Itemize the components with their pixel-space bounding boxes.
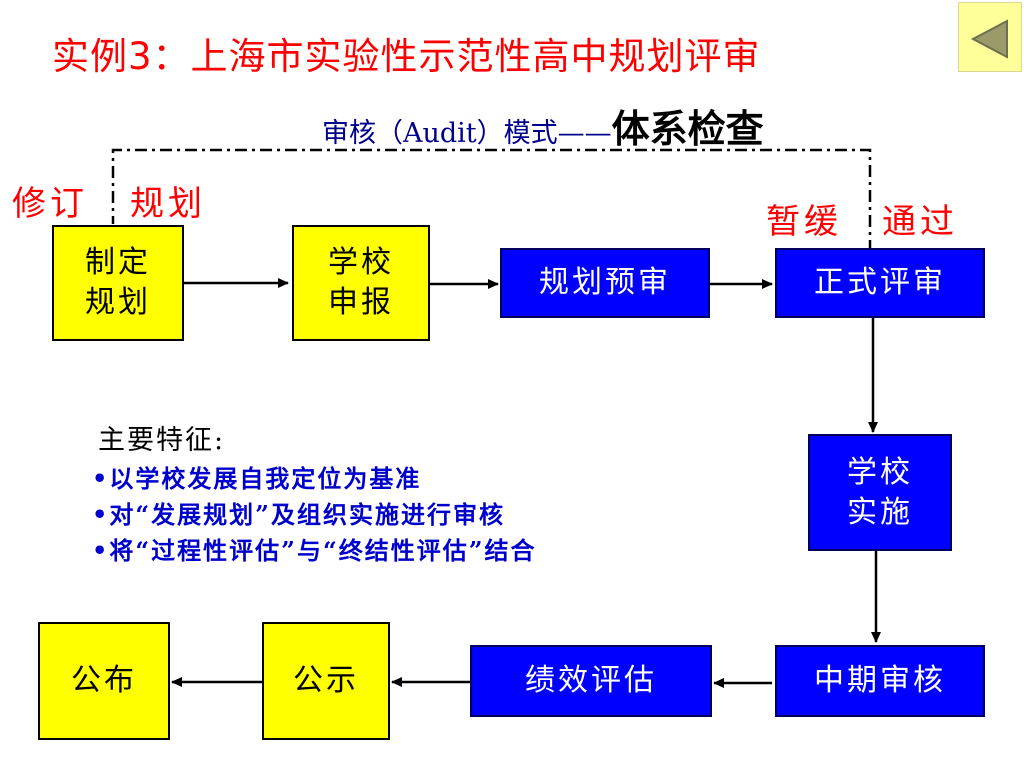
box-publicity: 公示 <box>262 622 390 740</box>
feature-item: 将“过程性评估”与“终结性评估”结合 <box>92 533 698 569</box>
box-make-plan: 制定 规划 <box>52 225 184 341</box>
features-section: 主要特征: 以学校发展自我定位为基准 对“发展规划”及组织实施进行审核 将“过程… <box>98 418 698 569</box>
label-suspend: 暂缓 <box>766 202 842 242</box>
page-title: 实例3：上海市实验性示范性高中规划评审 <box>52 35 761 78</box>
box-school-report: 学校 申报 <box>292 225 430 341</box>
feature-item: 对“发展规划”及组织实施进行审核 <box>92 497 698 533</box>
label-plan: 规划 <box>130 184 206 224</box>
box-performance-eval: 绩效评估 <box>470 645 712 717</box>
back-button[interactable] <box>958 2 1022 72</box>
feature-item: 以学校发展自我定位为基准 <box>92 461 698 497</box>
feedback-loop-line <box>111 148 872 252</box>
subtitle-system-check: 体系检查 <box>611 106 764 151</box>
features-heading: 主要特征: <box>98 425 226 456</box>
label-revise: 修订 <box>12 184 88 224</box>
box-formal-review: 正式评审 <box>775 248 985 318</box>
label-pass: 通过 <box>882 202 958 242</box>
subtitle: 审核（Audit）模式——体系检查 <box>322 98 764 153</box>
box-school-implement: 学校 实施 <box>808 434 952 551</box>
back-arrow-icon <box>970 19 1008 59</box>
box-pre-review: 规划预审 <box>500 248 710 318</box>
subtitle-mode: 审核（Audit）模式—— <box>322 118 612 149</box>
box-publish: 公布 <box>38 622 170 740</box>
box-mid-review: 中期审核 <box>775 645 985 717</box>
features-list: 以学校发展自我定位为基准 对“发展规划”及组织实施进行审核 将“过程性评估”与“… <box>98 461 698 569</box>
